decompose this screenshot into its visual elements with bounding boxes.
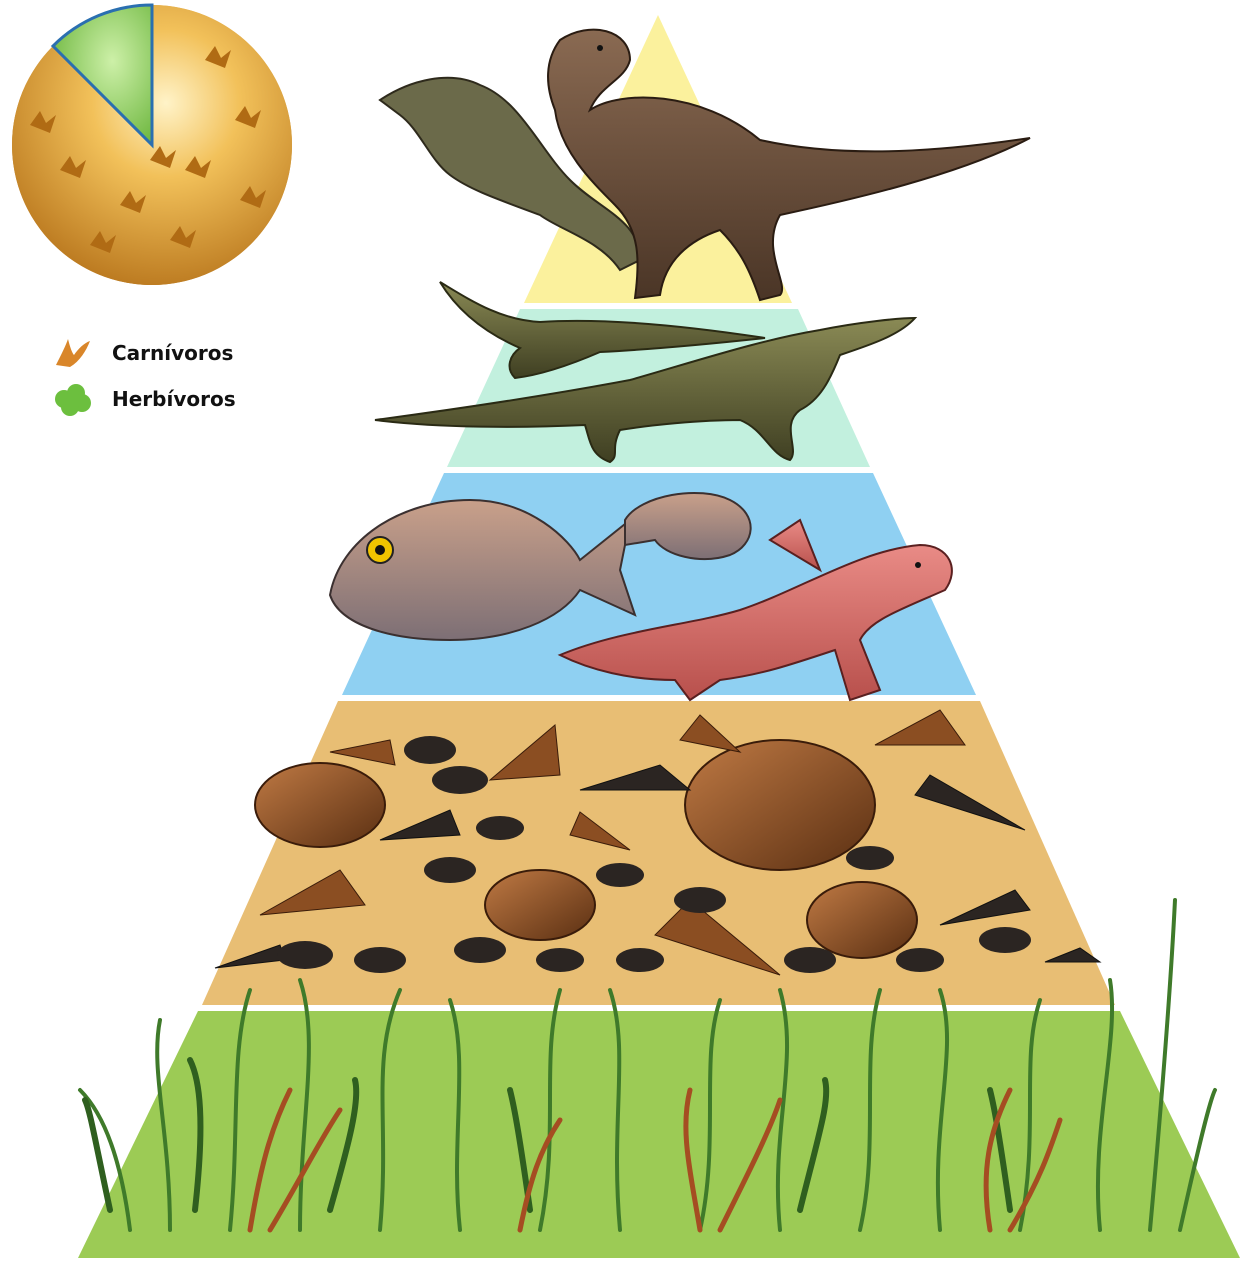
- legend: Carnívoros Herbívoros: [50, 330, 310, 422]
- diet-pie-chart: [12, 5, 292, 285]
- leaf-footprint-icon: [50, 381, 96, 417]
- legend-item-carnivoros: Carnívoros: [50, 330, 310, 376]
- legend-label-herbivoros: Herbívoros: [112, 387, 236, 411]
- legend-item-herbivoros: Herbívoros: [50, 376, 310, 422]
- claw-footprint-icon: [50, 335, 96, 371]
- legend-label-carnivoros: Carnívoros: [112, 341, 233, 365]
